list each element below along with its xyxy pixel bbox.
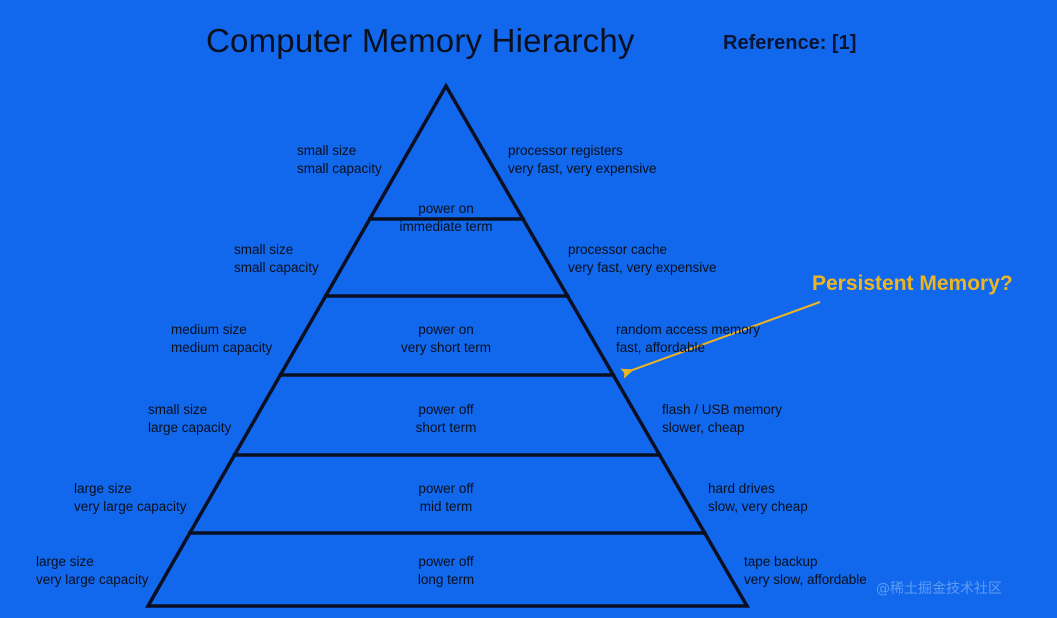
tier-1-right-label: processor registers very fast, very expe… <box>508 143 657 176</box>
tier-1-center-label: power on immediate term <box>399 201 493 234</box>
tier-3-left-label: medium size medium capacity <box>171 322 273 355</box>
tier-3-center-label: power on very short term <box>400 322 492 355</box>
tier-2-right-label: processor cache very fast, very expensiv… <box>568 242 717 275</box>
tier-6-left-label: large size very large capacity <box>36 554 149 587</box>
site-watermark: @稀土掘金技术社区 <box>876 581 1002 597</box>
tier-4-center-label: power off short term <box>415 402 477 435</box>
reference-citation: Reference: [1] <box>723 32 857 54</box>
annotation-persistent-memory: Persistent Memory? <box>812 272 1013 295</box>
tier-1-left-label: small size small capacity <box>297 143 382 176</box>
tier-3-right-label: random access memory fast, affordable <box>616 322 761 355</box>
page-title: Computer Memory Hierarchy <box>206 22 635 59</box>
tier-4-right-label: flash / USB memory slower, cheap <box>662 402 783 435</box>
tier-5-center-label: power off mid term <box>418 481 474 514</box>
tier-5-right-label: hard drives slow, very cheap <box>708 481 808 514</box>
tier-5-left-label: large size very large capacity <box>74 481 187 514</box>
tier-6-right-label: tape backup very slow, affordable <box>744 554 867 587</box>
tier-2-left-label: small size small capacity <box>234 242 319 275</box>
tier-6-center-label: power off long term <box>417 554 475 587</box>
tier-4-left-label: small size large capacity <box>148 402 232 435</box>
